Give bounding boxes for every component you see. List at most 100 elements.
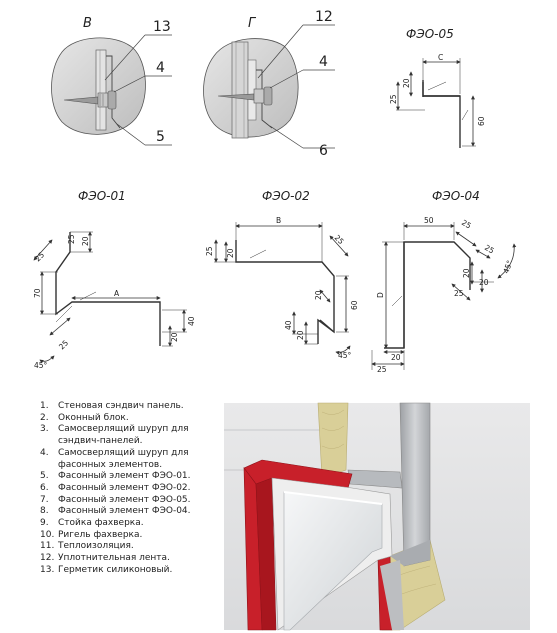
feo01-dim-25a: 25 — [67, 234, 76, 244]
legend-item-number: 11. — [40, 541, 55, 552]
feo01-profile-line — [55, 232, 161, 346]
legend-item-text: Герметик силиконовый. — [58, 564, 173, 575]
legend-item-text: Самосверлящий шуруп для сэндвич-панелей. — [58, 424, 189, 447]
legend-item-text: Фасонный элемент ФЭО-02. — [58, 482, 191, 493]
legend-item-number: 13. — [40, 564, 55, 575]
legend-item-number: 6. — [40, 482, 49, 493]
callout-4: 4 — [156, 60, 165, 76]
feo01-dim-20: 20 — [81, 236, 90, 246]
feo05-profile-line — [422, 82, 461, 148]
legend-item-number: 5. — [40, 471, 49, 482]
feo04-dim-25c: 25 — [454, 289, 464, 298]
feo05-dim-c: С — [438, 53, 443, 62]
leader-13 — [104, 34, 146, 81]
legend-item-number: 7. — [40, 494, 49, 505]
legend-item-text: Фасонный элемент ФЭО-04. — [58, 506, 191, 517]
detail-view-g: Г 12 4 6 — [203, 9, 335, 159]
legend-item: 10.Ригель фахверка. — [40, 530, 220, 542]
view-g-screw — [217, 86, 273, 106]
leader-4 — [113, 75, 146, 93]
legend-item: 11.Теплоизоляция. — [40, 541, 220, 553]
callout-13: 13 — [153, 19, 171, 35]
legend-item: 13.Герметик силиконовый. — [40, 565, 220, 577]
legend-item: 9. Стойка фахверка. — [40, 518, 220, 530]
view-v-sandwich-panel — [95, 49, 121, 131]
view-g-title: Г — [248, 16, 257, 31]
profile-feo-04: ФЭО-04 50 25 25 20 20 25 45° D 20 25 — [371, 189, 517, 374]
feo02-dim-20b: 20 — [314, 290, 323, 300]
feo01-dim-25c: 25 — [57, 338, 70, 351]
feo02-dim-20c: 20 — [296, 330, 305, 340]
legend-item: 5.Фасонный элемент ФЭО-01. — [40, 471, 220, 483]
feo02-dim-40: 40 — [284, 320, 293, 330]
legend-item-number: 10. — [40, 529, 55, 540]
feo04-dim-25d: 25 — [377, 365, 387, 374]
steel-post — [399, 402, 431, 567]
legend-item-number: 2. — [40, 412, 49, 423]
legend-item-number: 1. — [40, 401, 49, 411]
legend-item: 7. Фасонный элемент ФЭО-05. — [40, 495, 220, 507]
legend-item-number: 4. — [40, 447, 49, 458]
callout-12: 12 — [315, 9, 333, 25]
legend-item: 3. Самосверлящий шуруп для сэндвич-панеле… — [40, 424, 220, 447]
profile-feo-02: ФЭО-02 B 25 20 25 20 60 40 20 45° — [205, 189, 359, 360]
leader-5 — [116, 123, 146, 146]
callout-4: 4 — [319, 54, 328, 70]
view-v-title: В — [83, 16, 92, 31]
feo05-dim-60: 60 — [477, 116, 486, 126]
feo01-dim-25b: 25 — [33, 250, 46, 263]
view-g-frame — [231, 41, 273, 139]
feo04-title: ФЭО-04 — [432, 189, 480, 203]
feo01-dim-70: 70 — [33, 288, 42, 298]
legend-item: 6. Фасонный элемент ФЭО-02. — [40, 483, 220, 495]
feo04-dim-d: D — [376, 292, 385, 298]
callout-5: 5 — [156, 129, 165, 145]
legend-item-text: Уплотнительная лента. — [58, 553, 170, 564]
feo01-dim-40: 40 — [187, 316, 196, 326]
legend-item-text: Самосверлящий шуруп для фасонных элемент… — [58, 447, 189, 470]
feo04-dim-angle: 45° — [501, 259, 514, 275]
legend-item-text: Оконный блок. — [58, 412, 129, 423]
legend-item-number: 3. — [40, 424, 49, 435]
feo04-dim-20c: 20 — [391, 353, 401, 362]
legend-item-text: Стойка фахверка. — [58, 518, 144, 529]
legend-item-number: 12. — [40, 553, 55, 564]
legend-item: 12.Уплотнительная лента. — [40, 553, 220, 565]
feo02-dim-25a: 25 — [205, 246, 214, 256]
feo02-dim-20a: 20 — [226, 248, 235, 258]
feo01-dim-a: A — [114, 289, 120, 298]
legend-item-number: 9. — [40, 518, 49, 529]
feo04-dim-25a: 25 — [460, 218, 473, 231]
feo04-dim-50: 50 — [424, 216, 434, 225]
legend-item-text: Стеновая сэндвич панель. — [58, 401, 184, 411]
feo01-title: ФЭО-01 — [78, 189, 126, 203]
feo04-dim-20b: 20 — [479, 278, 489, 287]
feo02-dim-25b: 25 — [333, 233, 346, 246]
legend-item: 2. Оконный блок. — [40, 413, 220, 425]
profile-feo-05: ФЭО-05 С 20 25 60 — [389, 27, 486, 148]
feo01-dim-angle: 45° — [34, 361, 48, 370]
feo04-dim-20a: 20 — [462, 268, 471, 278]
detail-view-v: В 13 4 5 — [51, 16, 172, 146]
feo02-profile-line — [235, 240, 335, 344]
legend-item-text: Теплоизоляция. — [58, 541, 134, 552]
legend-item-text: Ригель фахверка. — [58, 529, 143, 540]
legend-item-text: Фасонный элемент ФЭО-05. — [58, 494, 191, 505]
view-v-screw — [63, 90, 117, 110]
legend-item: 1. Стеновая сэндвич панель. — [40, 401, 220, 413]
insulation — [317, 402, 349, 479]
feo02-dim-angle: 45° — [338, 351, 352, 360]
profile-feo-01: ФЭО-01 20 25 25 70 A 40 20 25 45° — [33, 189, 196, 370]
callout-6: 6 — [319, 143, 328, 159]
feo02-dim-b: B — [276, 216, 281, 225]
feo04-dim-25b: 25 — [483, 243, 496, 256]
feo02-title: ФЭО-02 — [262, 189, 310, 203]
feo01-dim-20b: 20 — [170, 332, 179, 342]
feo05-title: ФЭО-05 — [406, 27, 454, 41]
feo02-dim-60: 60 — [350, 300, 359, 310]
legend-item: 8. Фасонный элемент ФЭО-04. — [40, 506, 220, 518]
feo05-dim-25: 25 — [389, 94, 398, 104]
legend-item-number: 8. — [40, 506, 49, 517]
feo05-dim-20: 20 — [402, 78, 411, 88]
